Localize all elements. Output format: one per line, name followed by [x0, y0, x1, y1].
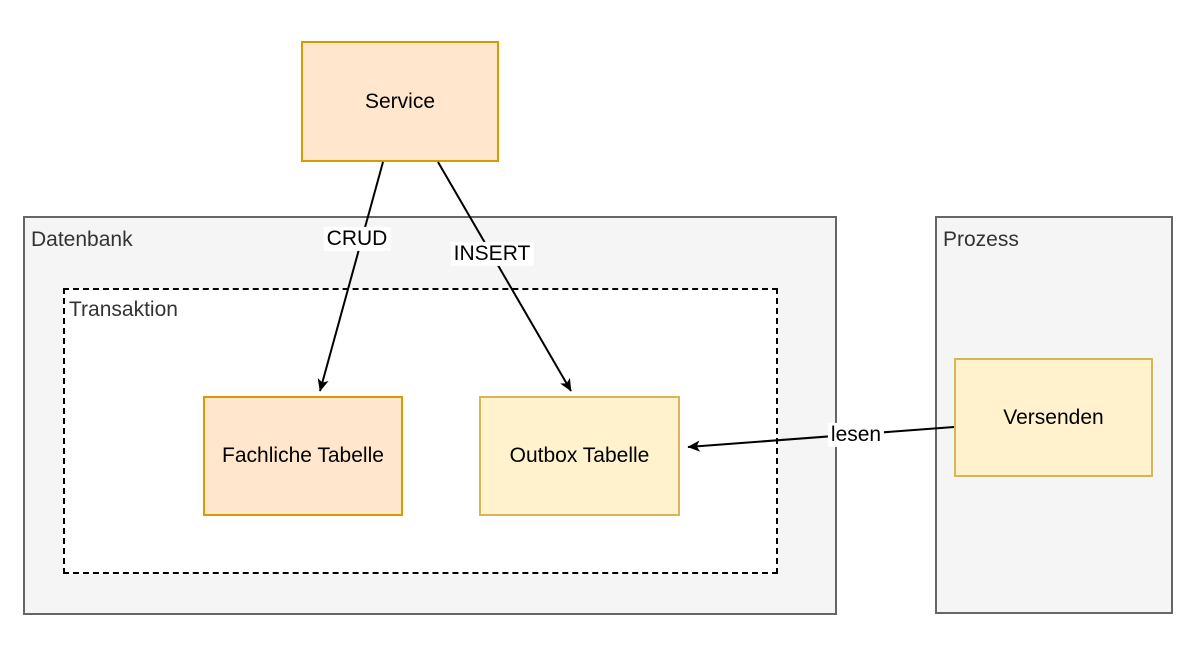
crud-edge-label: CRUD [323, 226, 391, 252]
insert-edge-label: INSERT [450, 241, 534, 267]
datenbank-label: Datenbank [31, 228, 133, 251]
service-node-label: Service [364, 89, 436, 113]
outbox-tabelle-node: Outbox Tabelle [479, 396, 680, 516]
service-node: Service [301, 41, 499, 162]
outbox-tabelle-node-label: Outbox Tabelle [509, 444, 650, 467]
transaktion-label: Transaktion [69, 298, 178, 321]
fachliche-tabelle-node-label: Fachliche Tabelle [222, 444, 384, 467]
lesen-edge-label: lesen [827, 422, 885, 448]
versenden-node: Versenden [954, 358, 1153, 477]
prozess-label: Prozess [943, 228, 1019, 251]
versenden-node-label: Versenden [1003, 405, 1104, 429]
fachliche-tabelle-node: Fachliche Tabelle [203, 396, 403, 516]
